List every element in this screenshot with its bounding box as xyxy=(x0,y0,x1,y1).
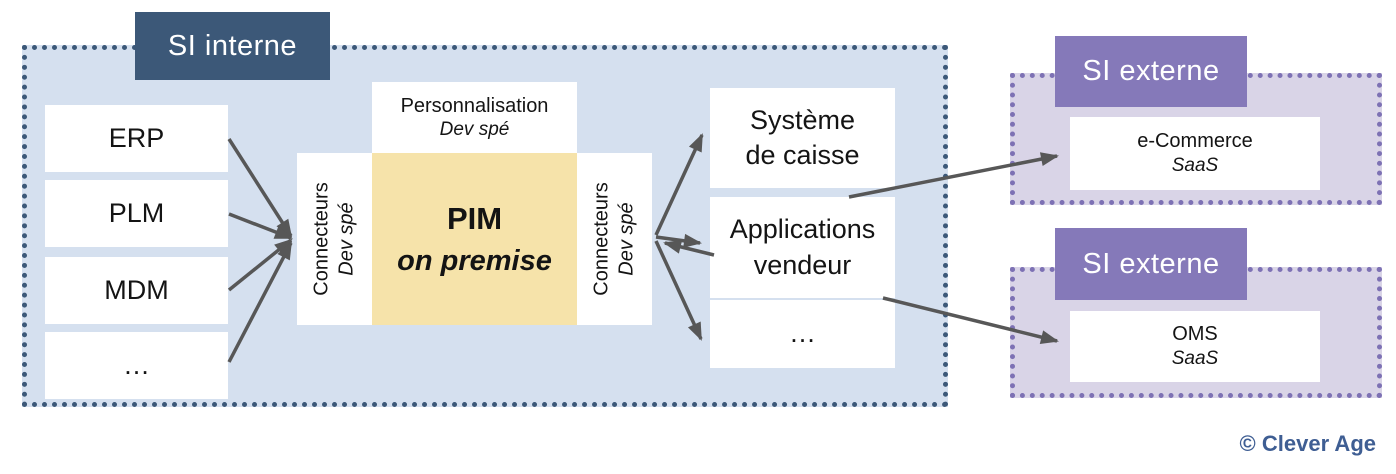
connector-right-subtitle: Dev spé xyxy=(615,202,638,276)
target-label-line1: Applications xyxy=(729,214,876,245)
source-box-mdm: MDM xyxy=(45,257,228,324)
target-box-ellipsis: … xyxy=(710,300,895,368)
external-system-type: SaaS xyxy=(1171,155,1219,177)
external-box-ecommerce: e-Commerce SaaS xyxy=(1070,117,1320,190)
pim-subtitle: on premise xyxy=(397,244,552,277)
target-label-line2: vendeur xyxy=(753,249,852,280)
target-label-line2: de caisse xyxy=(745,140,860,170)
personnalisation-subtitle: Dev spé xyxy=(439,119,510,141)
target-box-systeme-de-caisse: Système de caisse xyxy=(710,88,895,188)
personnalisation-title: Personnalisation xyxy=(400,94,549,117)
connector-left-title: Connecteurs xyxy=(310,182,333,296)
source-box-ellipsis: … xyxy=(45,332,228,399)
external-box-oms: OMS SaaS xyxy=(1070,311,1320,382)
si-externe-header-oms: SI externe xyxy=(1055,228,1247,300)
target-label-line1: … xyxy=(789,318,816,349)
connector-left-box: Connecteurs Dev spé xyxy=(297,153,372,325)
si-interne-header: SI interne xyxy=(135,12,330,80)
target-label-line1: Système xyxy=(749,104,856,135)
source-box-plm: PLM xyxy=(45,180,228,247)
external-system-name: e-Commerce xyxy=(1137,130,1253,153)
source-box-erp: ERP xyxy=(45,105,228,172)
personnalisation-box: Personnalisation Dev spé xyxy=(372,82,577,153)
copyright-credit: © Clever Age xyxy=(1239,431,1376,456)
pim-title: PIM xyxy=(446,200,503,236)
pim-core-box: PIM on premise xyxy=(372,153,577,325)
connector-left-subtitle: Dev spé xyxy=(335,202,358,276)
si-externe-header-ecommerce: SI externe xyxy=(1055,36,1247,107)
connector-right-box: Connecteurs Dev spé xyxy=(577,153,652,325)
connector-right-title: Connecteurs xyxy=(590,182,613,296)
target-box-applications-vendeur: Applications vendeur xyxy=(710,197,895,298)
external-system-name: OMS xyxy=(1172,323,1218,346)
external-system-type: SaaS xyxy=(1171,348,1219,370)
